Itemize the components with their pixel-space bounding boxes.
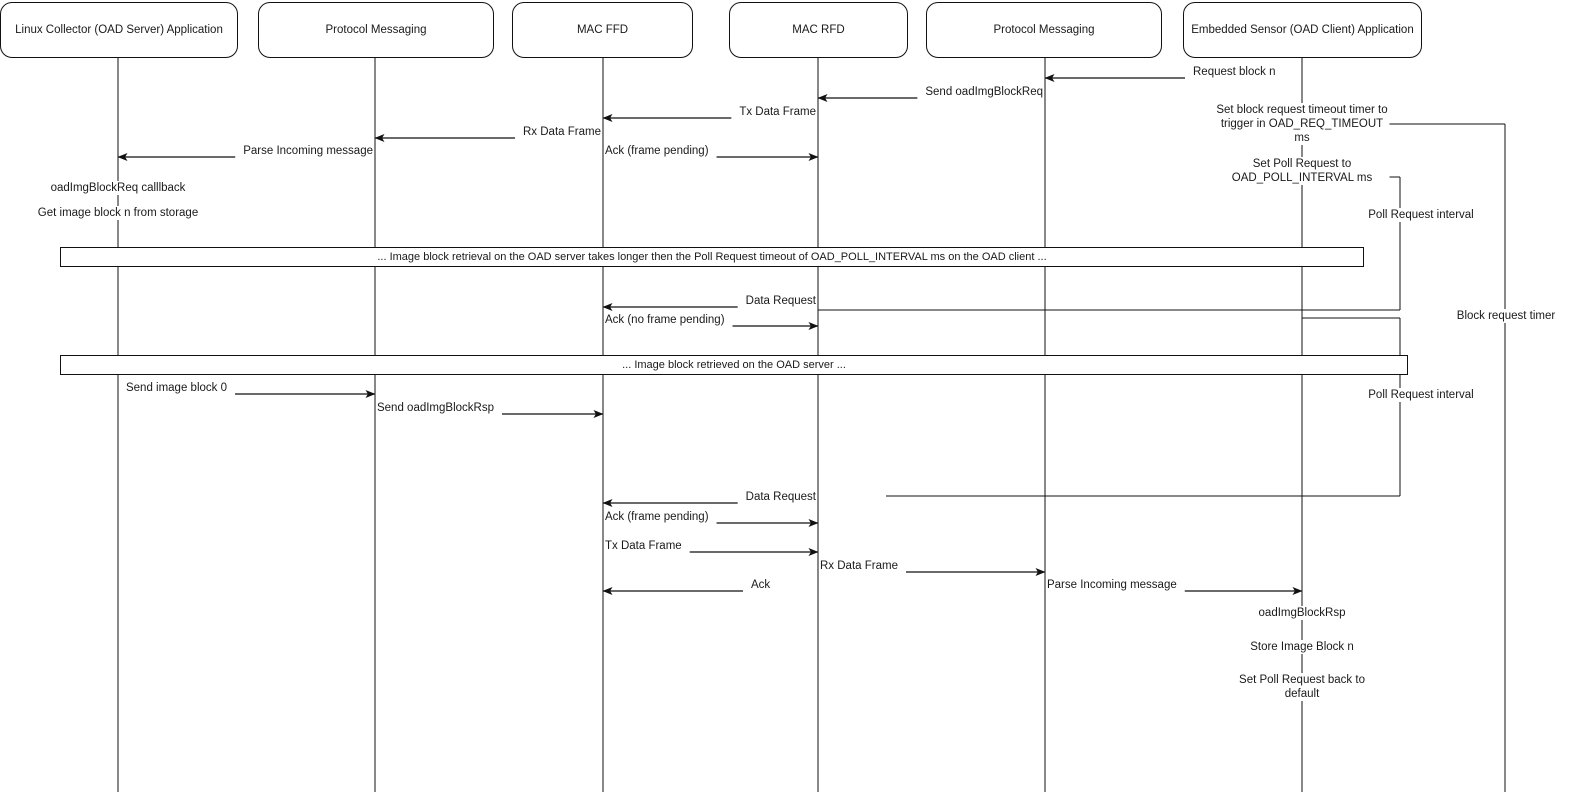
timer-bracket-poll-interval-1 <box>818 176 1401 311</box>
lifelines-group <box>117 58 1303 792</box>
message-label-m4: Rx Data Frame <box>523 126 601 138</box>
spanning-note-note-2: ... Image block retrieved on the OAD ser… <box>60 355 1408 375</box>
participant-header-proto_cli[interactable]: Protocol Messaging <box>926 2 1162 58</box>
lifeline-note-n1: oadImgBlockReq calllback <box>18 181 218 195</box>
message-label-m9: Send image block 0 <box>125 382 227 394</box>
message-arrows-group <box>117 74 1303 595</box>
message-label-m5: Parse Incoming message <box>243 145 373 157</box>
message-label-m1: Request block n <box>1193 66 1276 78</box>
timer-label-poll-interval-1: Poll Request interval <box>1363 208 1479 222</box>
message-label-m15: Parse Incoming message <box>1046 579 1177 591</box>
lifeline-note-n3: Set block request timeout timer to trigg… <box>1214 103 1390 145</box>
spanning-note-note-1: ... Image block retrieval on the OAD ser… <box>60 247 1364 267</box>
message-label-m16: Ack <box>750 579 771 591</box>
message-label-m6: Ack (frame pending) <box>604 145 709 157</box>
timer-bracket-poll-interval-2 <box>886 317 1401 497</box>
timer-brackets-group <box>818 123 1506 792</box>
participant-header-mac_rfd[interactable]: MAC RFD <box>729 2 908 58</box>
timer-label-block-request-timer: Block request timer <box>1451 309 1561 323</box>
timer-bracket-block-request-timer <box>1377 123 1506 792</box>
participant-label: Embedded Sensor (OAD Client) Application <box>1191 24 1414 36</box>
participant-label: MAC FFD <box>576 24 629 36</box>
timer-label-poll-interval-2: Poll Request interval <box>1363 388 1479 402</box>
lifeline-note-n6: Store Image Block n <box>1222 640 1382 654</box>
message-label-m13: Tx Data Frame <box>605 540 682 552</box>
message-label-m11: Data Request <box>745 491 816 503</box>
participant-label: MAC RFD <box>792 24 845 36</box>
participant-header-mac_ffd[interactable]: MAC FFD <box>512 2 693 58</box>
message-label-m2: Send oadImgBlockReq <box>925 86 1043 98</box>
spanning-note-text: ... Image block retrieval on the OAD ser… <box>377 251 1047 263</box>
participant-label: Linux Collector (OAD Server) Application <box>15 24 223 36</box>
message-label-m12: Ack (frame pending) <box>604 511 709 523</box>
participant-header-collector[interactable]: Linux Collector (OAD Server) Application <box>0 2 238 58</box>
lifeline-note-n5: oadImgBlockRsp <box>1222 606 1382 620</box>
participant-label: Protocol Messaging <box>325 24 427 36</box>
lifeline-note-n2: Get image block n from storage <box>33 206 203 220</box>
message-label-m10: Send oadImgBlockRsp <box>376 402 494 414</box>
message-label-m7: Data Request <box>745 295 816 307</box>
message-label-m3: Tx Data Frame <box>739 106 816 118</box>
lifeline-note-n4: Set Poll Request to OAD_POLL_INTERVAL ms <box>1214 157 1390 185</box>
participant-header-proto_srv[interactable]: Protocol Messaging <box>258 2 494 58</box>
participant-header-sensor[interactable]: Embedded Sensor (OAD Client) Application <box>1183 2 1422 58</box>
spanning-note-text: ... Image block retrieved on the OAD ser… <box>622 359 846 371</box>
lifeline-note-n7: Set Poll Request back to default <box>1222 673 1382 701</box>
message-label-m14: Rx Data Frame <box>820 560 898 572</box>
message-label-m8: Ack (no frame pending) <box>604 314 725 326</box>
participant-label: Protocol Messaging <box>993 24 1095 36</box>
